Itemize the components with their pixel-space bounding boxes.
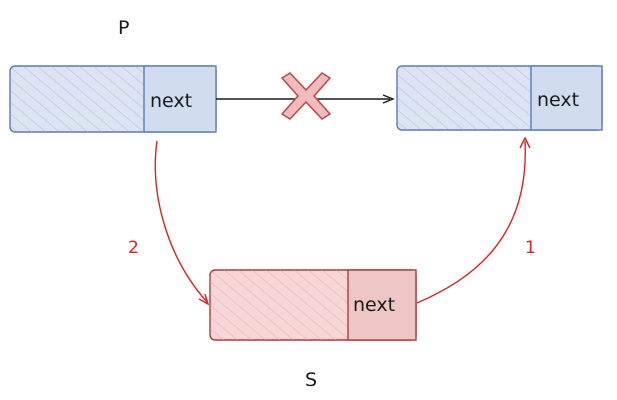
node-s-next-label: next [353, 294, 395, 316]
node-s-label: S [305, 369, 317, 391]
node-q: next [396, 65, 603, 131]
node-p-label: P [118, 17, 129, 39]
node-s-next-cell [347, 269, 417, 341]
node-q-next-cell [530, 65, 603, 131]
node-p: P next [9, 17, 217, 133]
step-2-label: 2 [128, 238, 139, 258]
step-1-arrow [416, 136, 531, 304]
step-2-arrow [154, 140, 210, 306]
node-p-next-cell [143, 65, 217, 133]
node-s: next S [209, 269, 417, 391]
step-1-label: 1 [525, 238, 536, 258]
node-q-next-label: next [537, 89, 579, 111]
broken-link-cross-icon [281, 72, 331, 120]
node-p-next-label: next [150, 90, 192, 112]
